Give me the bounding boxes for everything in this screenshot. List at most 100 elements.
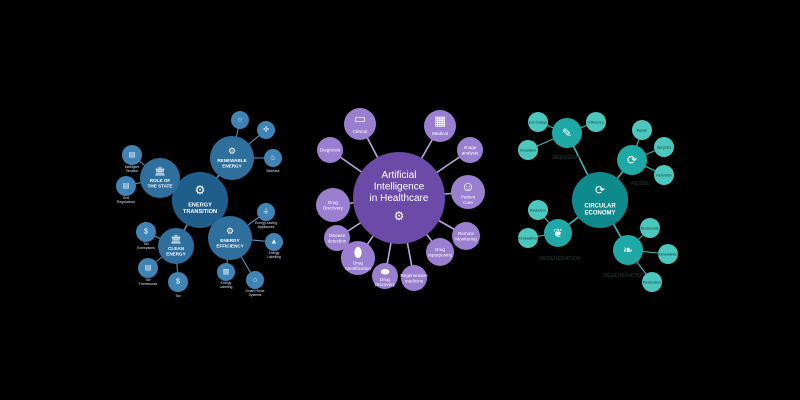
energy-leaf-node — [257, 121, 275, 139]
circular-leaf-node — [632, 120, 652, 140]
circular-leaf-node — [654, 165, 674, 185]
circular-subtopic-label: REUSE — [631, 181, 649, 187]
doc-icon: ▥ — [223, 268, 230, 275]
dollar-icon: $ — [176, 278, 180, 285]
sun-icon: ☼ — [237, 116, 243, 123]
xray-icon: ▦ — [434, 113, 446, 128]
circular-leaf-node — [586, 112, 606, 132]
home-icon: ⌂ — [253, 276, 257, 283]
ai-topic-node — [317, 137, 343, 163]
ai-topic-node — [341, 241, 375, 275]
gear-icon: ⚙ — [226, 226, 234, 236]
ai-topic-node — [401, 265, 427, 291]
gear-icon: ⚙ — [228, 146, 236, 156]
energy-leaf-label: Tax — [175, 294, 181, 298]
wind-icon: ✣ — [263, 125, 269, 133]
circular-leaf-label: Renewables — [658, 252, 678, 256]
circular-leaf-label: Renewables — [518, 236, 538, 240]
energy-subtopic-node — [140, 158, 180, 198]
sprout-icon: ❧ — [623, 243, 633, 257]
ai-topic-node — [372, 263, 398, 289]
circular-leaf-label: Repair — [637, 128, 648, 132]
capsule-icon: ⬬ — [381, 267, 390, 278]
ai-topic-node — [316, 188, 350, 222]
bank-icon: 🏛 — [170, 234, 181, 244]
ai-topic-label: Medical — [432, 131, 448, 136]
circular-leaf-node — [642, 272, 662, 292]
leaf-icon: ❦ — [553, 226, 563, 240]
document-icon: ▤ — [123, 182, 130, 189]
pencil-icon: ✎ — [562, 126, 572, 140]
energy-leaf-node — [231, 111, 249, 129]
gear-icon: ⚙ — [195, 183, 206, 197]
energy-leaf-node — [116, 176, 136, 196]
circular-leaf-label: Eco-Design — [529, 120, 548, 124]
circular-leaf-node — [518, 140, 538, 160]
ai-topic-label: Clinical — [353, 129, 368, 134]
label-icon: ▲ — [271, 238, 278, 245]
energy-leaf-node — [138, 258, 158, 278]
energy-leaf-node — [257, 203, 275, 221]
energy-transition-hub — [172, 172, 228, 228]
ai-topic-node — [452, 222, 480, 250]
circular-leaf-node — [528, 112, 548, 132]
circular-subtopic-node — [552, 118, 582, 148]
energy-subtopic-node — [208, 216, 252, 260]
circular-leaf-node — [658, 244, 678, 264]
circular-subtopic-label: REDESIGN — [552, 155, 579, 161]
circular-leaf-label: Restoration — [643, 280, 661, 284]
ai-topic-node — [424, 110, 456, 142]
ai-topic-node — [344, 108, 376, 140]
chart-icon: ▤ — [129, 151, 136, 158]
flame-icon: ♨ — [270, 153, 276, 161]
energy-leaf-node — [265, 233, 283, 251]
ai-topic-node — [426, 238, 454, 266]
ai-topic-node — [457, 137, 483, 163]
circular-subtopic-node — [613, 235, 643, 265]
energy-leaf-node — [217, 263, 235, 281]
pill-icon: ⬮ — [354, 245, 363, 260]
energy-leaf-node — [122, 145, 142, 165]
energy-leaf-label: Biomass — [266, 169, 279, 173]
circular-leaf-label: Efficiency — [588, 120, 604, 124]
energy-leaf-node — [136, 222, 156, 242]
gear-icon: ⚙ — [394, 209, 405, 223]
circular-leaf-node — [528, 200, 548, 220]
ai-topic-node — [324, 225, 350, 251]
circular-subtopic-node — [617, 145, 647, 175]
circular-subtopic-node — [544, 219, 572, 247]
document-icon: ▤ — [145, 264, 152, 271]
circular-leaf-node — [640, 218, 660, 238]
ai-healthcare-hub — [353, 152, 445, 244]
bank-icon: 🏛 — [154, 166, 165, 176]
energy-leaf-node — [168, 272, 188, 292]
circular-subtopic-label: REGENERATION — [539, 256, 581, 262]
circular-subtopic-label: REGENERATION — [603, 273, 645, 279]
circular-leaf-node — [518, 228, 538, 248]
circular-leaf-label: Innovation — [520, 148, 537, 152]
circular-leaf-label: Reduction — [530, 208, 546, 212]
